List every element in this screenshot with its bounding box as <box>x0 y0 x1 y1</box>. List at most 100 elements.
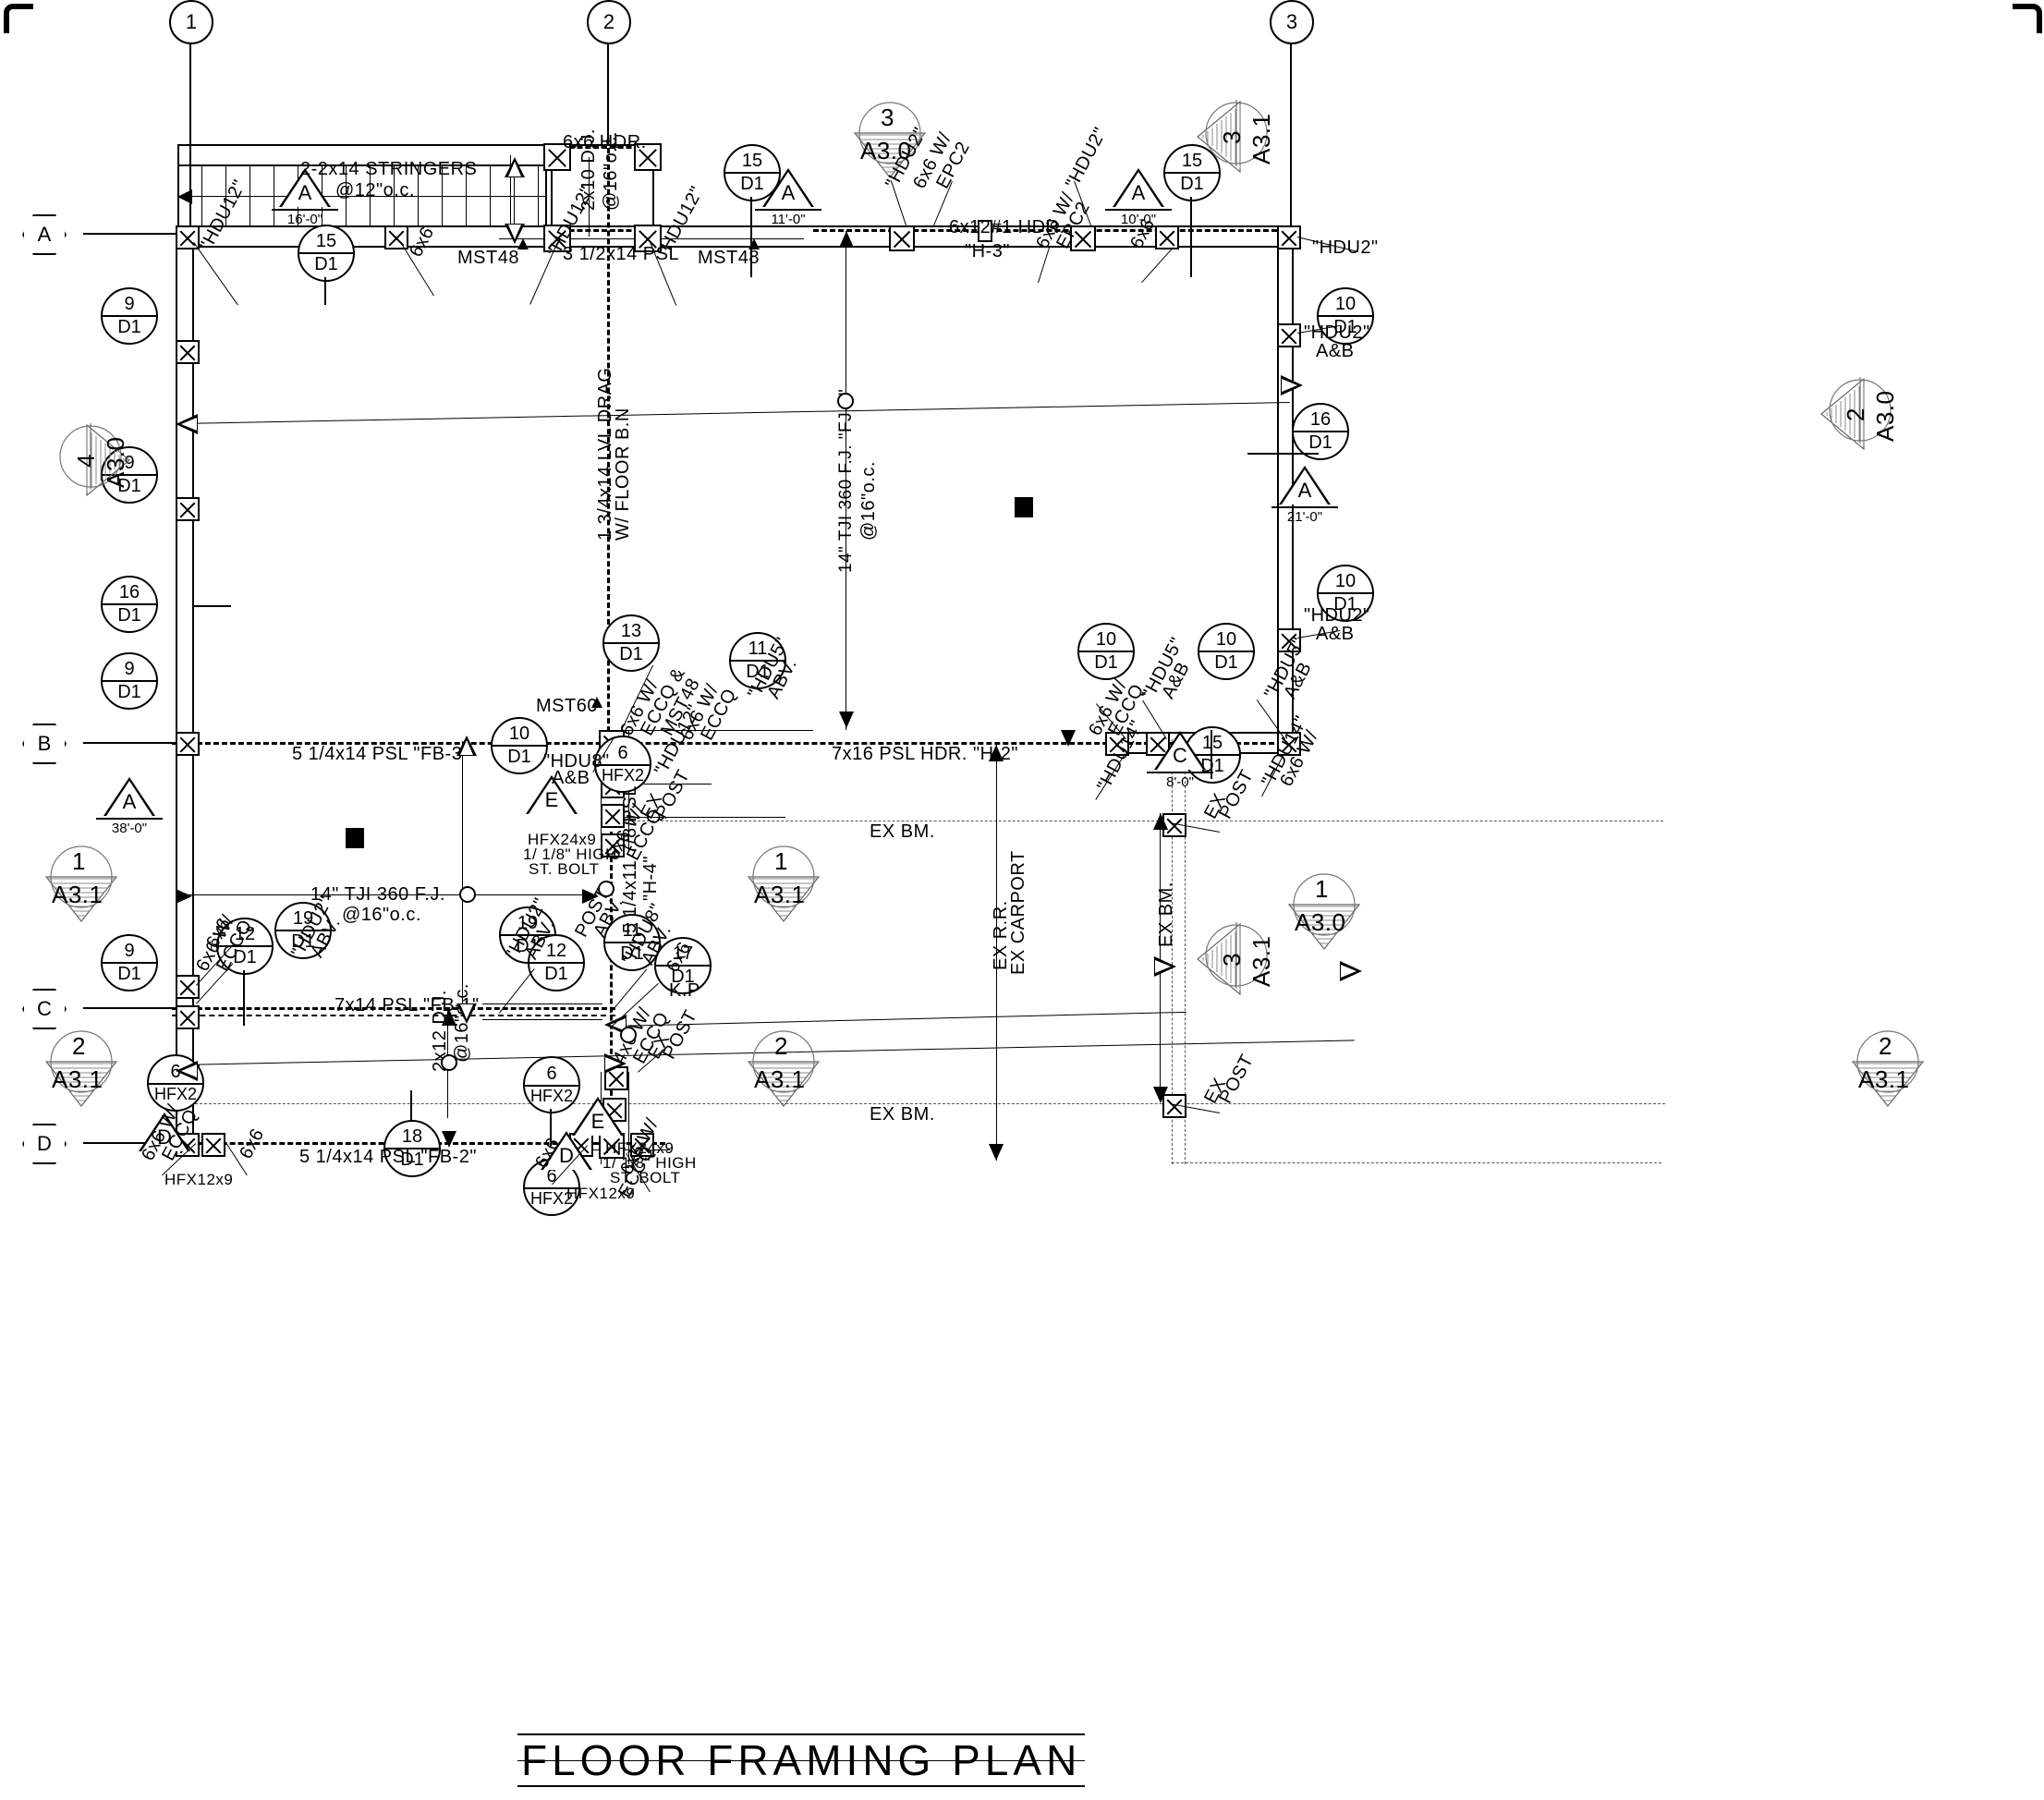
triangle-letter: A <box>122 790 137 813</box>
span-arrow-left-upper-inner <box>181 418 197 431</box>
mst48-right-line <box>647 238 804 239</box>
triangle-letter: A <box>298 181 312 204</box>
detail-key-sheet: D1 <box>117 682 141 702</box>
grid-bubble-col-3[interactable]: 3 <box>1270 0 1314 44</box>
ex-rr-arrow-up <box>989 745 1004 761</box>
bottom-post-vline2 <box>628 1072 629 1164</box>
detail-key-sheet: D1 <box>291 931 315 952</box>
triangle-letter: E <box>590 1110 605 1133</box>
detail-key-divider <box>731 660 785 662</box>
grid-bubble-label: B <box>37 732 52 755</box>
stair-box-right <box>545 144 547 227</box>
plan-label: 5 1/4x14 PSL "FB-2" <box>299 1147 477 1167</box>
grid-bubble-row-B[interactable]: B <box>22 724 67 764</box>
post-symbol <box>599 1133 625 1159</box>
post-symbol <box>1277 628 1301 652</box>
post-symbol <box>1105 732 1129 756</box>
beam-fb1-line <box>172 1007 615 1010</box>
grid-bubble-row-C[interactable]: C <box>22 989 67 1029</box>
detail-key-sheet: HFX2 <box>601 766 644 785</box>
post-symbol <box>1277 323 1301 347</box>
fb1-box-bottom <box>482 1019 602 1020</box>
triangle-fill <box>765 172 811 207</box>
grid-bubble-col-2[interactable]: 2 <box>587 0 631 44</box>
section-marker-number: 1 <box>72 847 86 875</box>
triangle-marker-E[interactable]: E <box>526 775 578 814</box>
detail-key-sheet: D1 <box>620 943 644 964</box>
detail-key-divider <box>103 680 156 682</box>
gridline-B <box>83 742 185 744</box>
callout-leader <box>1038 247 1050 283</box>
detail-key-sheet: D1 <box>544 964 568 984</box>
section-marker-number: 2 <box>1879 1032 1892 1060</box>
triangle-marker-E[interactable]: E <box>572 1097 624 1136</box>
ex-bm-line-lower <box>172 1103 1665 1104</box>
beam-h3-line <box>813 229 1294 232</box>
leader-line <box>550 1109 552 1146</box>
detail-key-number: 15 <box>741 151 763 171</box>
plan-label: A&B <box>1316 624 1355 644</box>
detail-key-number: 19 <box>292 908 314 929</box>
joist-span-line-upper <box>181 401 1290 424</box>
grid-bubble-row-D[interactable]: D <box>22 1124 67 1164</box>
post-symbol <box>601 833 625 857</box>
detail-key-sheet: D1 <box>1333 594 1357 614</box>
detail-key-number: 11 <box>748 639 768 659</box>
triangle-letter: C <box>1173 744 1187 767</box>
ex-rr-dim-line <box>996 745 997 1161</box>
section-marker-sheet: A3.1 <box>52 881 103 908</box>
post-symbol <box>176 340 200 364</box>
triangle-marker-D[interactable]: D <box>139 1113 190 1151</box>
detail-key-divider <box>385 1148 439 1149</box>
detail-key-number: 6 <box>546 1166 557 1187</box>
plan-label: 3 1/2x14 PSL <box>563 244 680 264</box>
section-marker-number: 2 <box>774 1032 788 1060</box>
h2-arrow <box>1061 730 1076 747</box>
grid-bubble-row-A[interactable]: A <box>22 214 67 255</box>
grid-bubble-col-1[interactable]: 1 <box>169 0 213 44</box>
fb3-dim-line <box>462 741 463 1009</box>
detail-key-sheet: D1 <box>117 317 141 337</box>
detail-key-number: 11 <box>622 920 642 941</box>
